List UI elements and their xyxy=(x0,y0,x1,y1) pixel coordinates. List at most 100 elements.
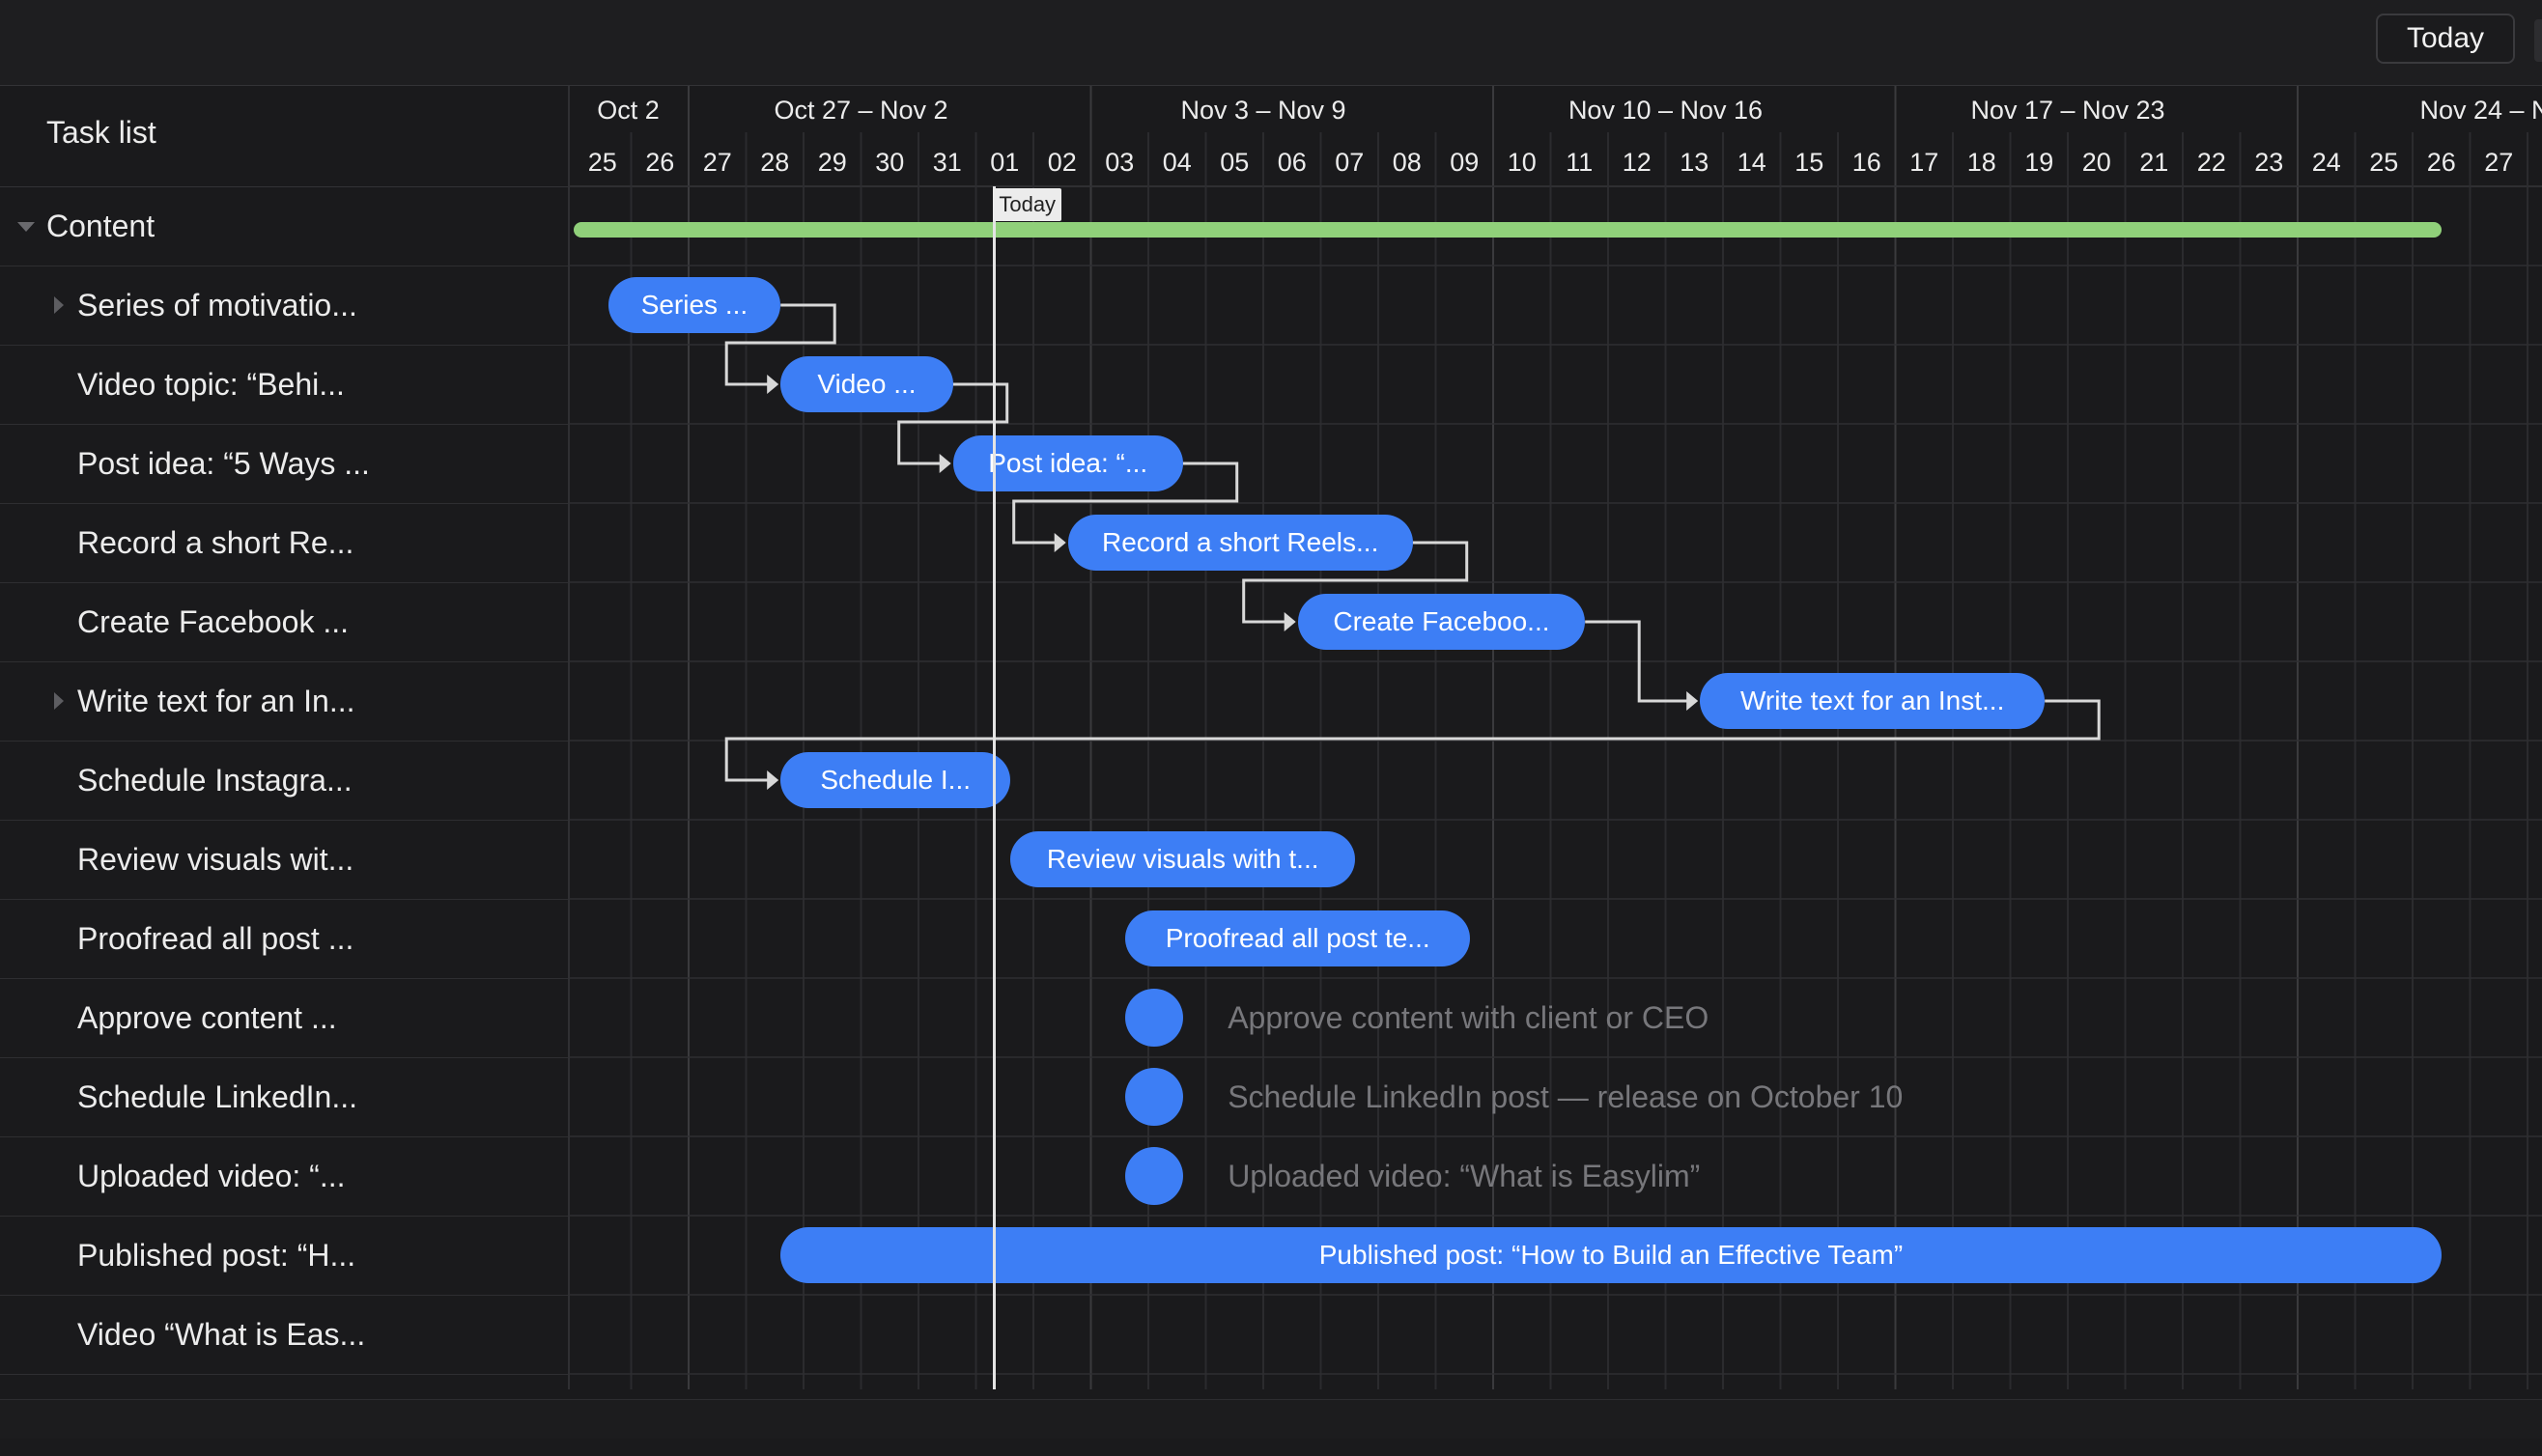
dependency-arrow-icon xyxy=(939,454,951,473)
task-row[interactable]: Create Facebook ... xyxy=(0,582,568,662)
day-label: 28 xyxy=(760,148,789,177)
dependency-connector xyxy=(1242,541,1469,624)
day-label: 20 xyxy=(2082,148,2111,177)
day-label: 22 xyxy=(2197,148,2226,177)
task-label: Post idea: “5 Ways ... xyxy=(77,446,370,481)
dependency-connector xyxy=(724,699,2101,782)
task-bar[interactable]: Proofread all post te... xyxy=(1125,910,1471,966)
task-list-title: Task list xyxy=(46,115,156,150)
day-label: 21 xyxy=(2139,148,2168,177)
day-label: 01 xyxy=(990,148,1019,177)
day-label: 13 xyxy=(1680,148,1709,177)
dependency-arrow-icon xyxy=(767,375,779,394)
horizontal-scrollbar-area[interactable] xyxy=(0,1399,2542,1439)
day-label: 18 xyxy=(1967,148,1996,177)
task-label: Uploaded video: “... xyxy=(77,1159,346,1193)
day-label: 24 xyxy=(2312,148,2341,177)
task-row[interactable]: Video “What is Eas... xyxy=(0,1295,568,1375)
day-label: 05 xyxy=(1220,148,1249,177)
day-label: 31 xyxy=(933,148,962,177)
milestone-marker[interactable] xyxy=(1125,1068,1184,1126)
day-label: 19 xyxy=(2024,148,2053,177)
task-label: Published post: “H... xyxy=(77,1238,356,1273)
day-label: 25 xyxy=(588,148,617,177)
task-bar[interactable]: Video ... xyxy=(780,356,953,412)
day-label: 15 xyxy=(1794,148,1823,177)
dependency-connector xyxy=(724,303,836,386)
task-label: Schedule LinkedIn... xyxy=(77,1079,357,1114)
day-label: 27 xyxy=(703,148,732,177)
collapse-caret-icon[interactable] xyxy=(17,222,35,232)
task-bar[interactable]: Create Faceboo... xyxy=(1297,594,1586,650)
today-marker-label: Today xyxy=(993,188,1062,221)
task-list-header: Task list xyxy=(0,86,568,187)
week-label: Nov 10 – Nov 16 xyxy=(1568,96,1763,125)
gantt-timeline[interactable]: Oct 2 Oct 27 – Nov 2 Nov 3 – Nov 9 Nov 10 –… xyxy=(570,86,2542,1389)
task-row[interactable]: Uploaded video: “... xyxy=(0,1136,568,1217)
week-label: Nov 3 – Nov 9 xyxy=(1180,96,1345,125)
task-row[interactable]: Series of motivatio... xyxy=(0,266,568,346)
day-label: 09 xyxy=(1450,148,1479,177)
task-row[interactable]: Write text for an In... xyxy=(0,661,568,742)
task-label: Write text for an In... xyxy=(77,684,355,718)
timeline-grid: Oct 2 Oct 27 – Nov 2 Nov 3 – Nov 9 Nov 10 –… xyxy=(570,86,2542,1389)
week-label: Oct 27 – Nov 2 xyxy=(774,96,947,125)
task-row[interactable]: Schedule LinkedIn... xyxy=(0,1057,568,1137)
toolbar-overflow-edge xyxy=(2534,19,2542,62)
task-row[interactable]: Schedule Instagra... xyxy=(0,741,568,821)
task-bar[interactable]: Write text for an Inst... xyxy=(1700,673,2046,729)
task-bar[interactable]: Published post: “How to Build an Effecti… xyxy=(780,1227,2442,1283)
today-marker-line xyxy=(993,186,997,1389)
task-bar[interactable]: Review visuals with t... xyxy=(1010,831,1356,887)
task-row[interactable]: Record a short Re... xyxy=(0,503,568,583)
expand-caret-icon[interactable] xyxy=(54,296,64,314)
task-row[interactable]: Review visuals wit... xyxy=(0,820,568,900)
day-label: 11 xyxy=(1566,148,1593,177)
task-bar[interactable]: Schedule I... xyxy=(780,752,1011,808)
day-label: 08 xyxy=(1393,148,1422,177)
expand-caret-icon[interactable] xyxy=(54,692,64,710)
task-label: Schedule Instagra... xyxy=(77,763,353,798)
milestone-marker[interactable] xyxy=(1125,989,1184,1047)
day-label: 23 xyxy=(2254,148,2283,177)
day-label: 16 xyxy=(1852,148,1881,177)
task-label: Create Facebook ... xyxy=(77,604,350,639)
day-label: 07 xyxy=(1335,148,1364,177)
milestone-marker[interactable] xyxy=(1125,1147,1184,1205)
dependency-arrow-icon xyxy=(1686,691,1699,711)
dependency-connector xyxy=(897,382,1009,465)
task-label: Proofread all post ... xyxy=(77,921,354,956)
day-label: 25 xyxy=(2369,148,2398,177)
task-label: Content xyxy=(46,209,155,243)
task-row[interactable]: Post idea: “5 Ways ... xyxy=(0,424,568,504)
task-label: Video “What is Eas... xyxy=(77,1317,366,1352)
day-label: 26 xyxy=(2427,148,2456,177)
task-row[interactable]: Published post: “H... xyxy=(0,1216,568,1296)
day-label: 27 xyxy=(2484,148,2513,177)
task-bar[interactable]: Series ... xyxy=(607,277,781,333)
dependency-connector xyxy=(1012,462,1239,545)
dependency-arrow-icon xyxy=(1054,533,1066,552)
group-summary-bar[interactable] xyxy=(574,222,2442,238)
task-bar[interactable]: Post idea: “... xyxy=(952,435,1183,491)
task-group-row[interactable]: Content xyxy=(0,186,568,266)
day-label: 10 xyxy=(1508,148,1537,177)
day-label: 29 xyxy=(818,148,847,177)
day-label: 26 xyxy=(645,148,674,177)
task-row[interactable]: Proofread all post ... xyxy=(0,899,568,979)
day-label: 03 xyxy=(1105,148,1134,177)
day-label: 04 xyxy=(1163,148,1192,177)
milestone-label: Schedule LinkedIn post — release on Octo… xyxy=(1228,1079,1904,1114)
dependency-arrow-icon xyxy=(1284,612,1296,631)
task-row[interactable]: Video topic: “Behi... xyxy=(0,345,568,425)
task-label: Approve content ... xyxy=(77,1000,337,1035)
task-row[interactable]: Approve content ... xyxy=(0,978,568,1058)
week-label: Oct 2 xyxy=(597,96,660,125)
today-button[interactable]: Today xyxy=(2376,14,2515,64)
dependency-arrow-icon xyxy=(767,770,779,790)
task-bar[interactable]: Record a short Reels... xyxy=(1067,515,1413,571)
task-label: Review visuals wit... xyxy=(77,842,354,877)
day-label: 06 xyxy=(1278,148,1307,177)
dependency-connector xyxy=(1585,620,1689,703)
